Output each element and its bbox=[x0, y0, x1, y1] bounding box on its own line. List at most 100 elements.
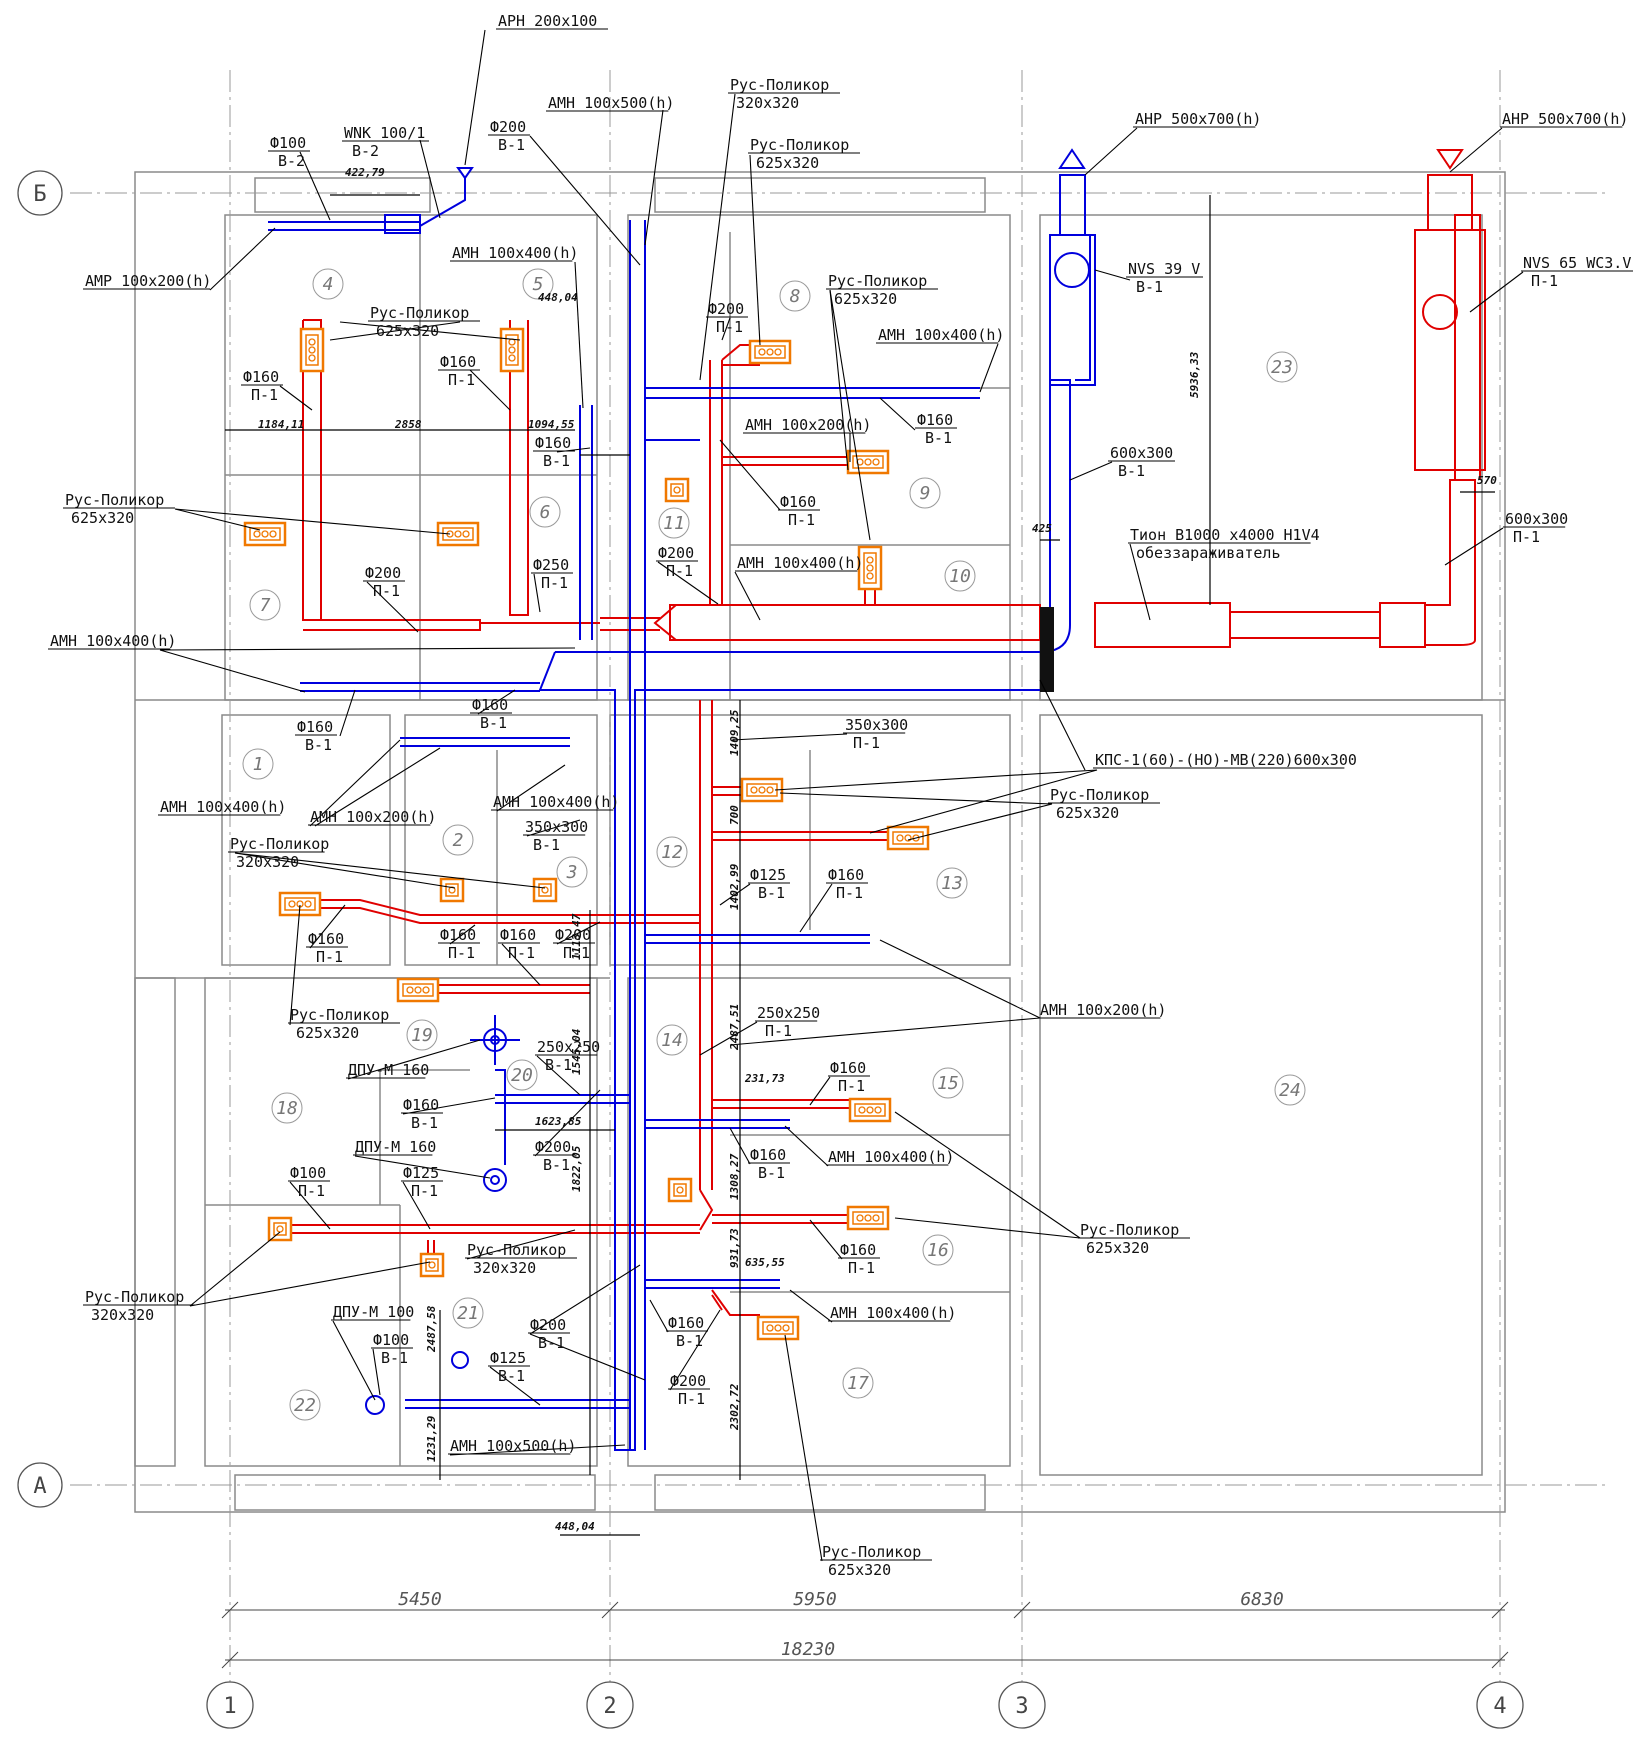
label-line1: NVS 39 V bbox=[1128, 260, 1200, 278]
label-line1: Ф250 bbox=[533, 556, 569, 574]
leader-line bbox=[533, 573, 541, 613]
room-bubble bbox=[779, 280, 811, 312]
dimension-value: 931,73 bbox=[728, 1228, 741, 1268]
label-line1: Рус-Поликор bbox=[750, 136, 849, 154]
label-line1: Рус-Поликор bbox=[230, 835, 329, 853]
dimension-value: 5936,33 bbox=[1188, 351, 1201, 398]
span-2-3: 5950 bbox=[793, 1589, 836, 1610]
room-number: 11 bbox=[663, 513, 685, 534]
leader-line bbox=[879, 397, 916, 431]
leader-line bbox=[729, 1127, 751, 1165]
room-bubble bbox=[249, 589, 281, 621]
leader-line bbox=[809, 1219, 843, 1260]
leader-line bbox=[669, 1309, 721, 1391]
label-line1: Рус-Поликор bbox=[467, 1241, 566, 1259]
dimension-value: 1545,04 bbox=[570, 1028, 583, 1075]
label-line2: В-1 bbox=[381, 1349, 408, 1367]
label-line2: П-1 bbox=[448, 371, 475, 389]
axis-bubbles bbox=[17, 170, 1524, 1729]
label-line1: ДПУ-М 100 bbox=[333, 1303, 414, 1321]
leader-line bbox=[339, 689, 356, 737]
label-line1: Ф160 bbox=[243, 368, 279, 386]
leader-line bbox=[774, 769, 1098, 791]
dimension-chain bbox=[221, 1601, 1509, 1669]
label-line2: П-1 bbox=[678, 1390, 705, 1408]
label-line2: П-1 bbox=[716, 318, 743, 336]
leader-line bbox=[1449, 127, 1503, 173]
label-line1: АМН 100х400(h) bbox=[737, 554, 863, 572]
dimension-value: 700 bbox=[728, 805, 741, 825]
label-line2: 320х320 bbox=[736, 94, 799, 112]
leader-line bbox=[402, 1097, 496, 1115]
leader-line bbox=[529, 135, 641, 266]
label-line1: 350х300 bbox=[845, 716, 908, 734]
label-line1: АМН 100х500(h) bbox=[450, 1437, 576, 1455]
label-line1: АМН 100х400(h) bbox=[160, 798, 286, 816]
leader-line bbox=[657, 561, 719, 605]
dimension-value: 2487,58 bbox=[425, 1305, 438, 1353]
leader-line bbox=[189, 1261, 431, 1307]
building-walls bbox=[134, 171, 1506, 1513]
label-line1: АНР 500х700(h) bbox=[1135, 110, 1261, 128]
dimension-value: 1184,11 bbox=[258, 418, 304, 431]
label-line1: Ф125 bbox=[490, 1349, 526, 1367]
dimension-value: 1308,27 bbox=[728, 1153, 741, 1200]
label-line1: Ф160 bbox=[668, 1314, 704, 1332]
label-line1: WNK 100/1 bbox=[344, 124, 425, 142]
leader-line bbox=[402, 1181, 431, 1230]
label-line1: Рус-Поликор bbox=[65, 491, 164, 509]
room-bubble bbox=[556, 856, 588, 888]
label-line1: АМР 100х200(h) bbox=[85, 272, 211, 290]
label-line2: П-1 bbox=[848, 1259, 875, 1277]
axis-row-a: А bbox=[33, 1474, 46, 1499]
label-line1: Ф100 bbox=[270, 134, 306, 152]
label-line2: П-1 bbox=[373, 582, 400, 600]
label-line2: П-1 bbox=[836, 884, 863, 902]
leader-line bbox=[489, 1366, 541, 1406]
room-number: 23 bbox=[1271, 357, 1293, 378]
leader-lines bbox=[159, 29, 1524, 1562]
leader-line bbox=[556, 921, 601, 945]
label-line2: 625х320 bbox=[828, 1561, 891, 1579]
leader-line bbox=[734, 571, 761, 621]
label-line2: В-1 bbox=[498, 1367, 525, 1385]
label-line1: АМН 100х400(h) bbox=[493, 793, 619, 811]
label-line2: П-1 bbox=[448, 944, 475, 962]
leader-line bbox=[1129, 543, 1151, 621]
dimension-value: 425 bbox=[1032, 522, 1052, 535]
label-line1: 350х300 bbox=[525, 818, 588, 836]
label-line2: В-1 bbox=[545, 1056, 572, 1074]
span-total: 18230 bbox=[781, 1639, 835, 1660]
label-line1: Рус-Поликор bbox=[290, 1006, 389, 1024]
label-line1: Ф160 bbox=[830, 1059, 866, 1077]
room-number: 7 bbox=[260, 595, 271, 616]
room-bubble bbox=[656, 1024, 688, 1056]
leader-line bbox=[449, 1444, 626, 1456]
room-number: 2 bbox=[453, 830, 464, 851]
leader-line bbox=[829, 289, 871, 541]
label-line1: 600х300 bbox=[1110, 444, 1173, 462]
room-bubble bbox=[842, 1367, 874, 1399]
room-bubble bbox=[932, 1067, 964, 1099]
label-line2: П-1 bbox=[298, 1182, 325, 1200]
leader-line bbox=[309, 739, 401, 827]
dimension-value: 448,04 bbox=[538, 291, 578, 304]
leader-line bbox=[496, 764, 566, 812]
leader-line bbox=[907, 803, 1053, 841]
label-line2: В-1 bbox=[533, 836, 560, 854]
label-line1: 250х250 bbox=[537, 1038, 600, 1056]
leader-line bbox=[174, 508, 261, 531]
label-line2: В-2 bbox=[278, 152, 305, 170]
label-line2: обеззараживатель bbox=[1136, 544, 1281, 562]
label-line1: Ф160 bbox=[780, 493, 816, 511]
label-line1: Рус-Поликор bbox=[822, 1543, 921, 1561]
label-line1: АМН 100х400(h) bbox=[452, 244, 578, 262]
label-line2: 625х320 bbox=[834, 290, 897, 308]
label-line2: 625х320 bbox=[71, 509, 134, 527]
room-bubble bbox=[944, 560, 976, 592]
label-line1: Ф100 bbox=[290, 1164, 326, 1182]
leader-line bbox=[699, 1021, 758, 1056]
leader-line bbox=[879, 939, 1041, 1019]
